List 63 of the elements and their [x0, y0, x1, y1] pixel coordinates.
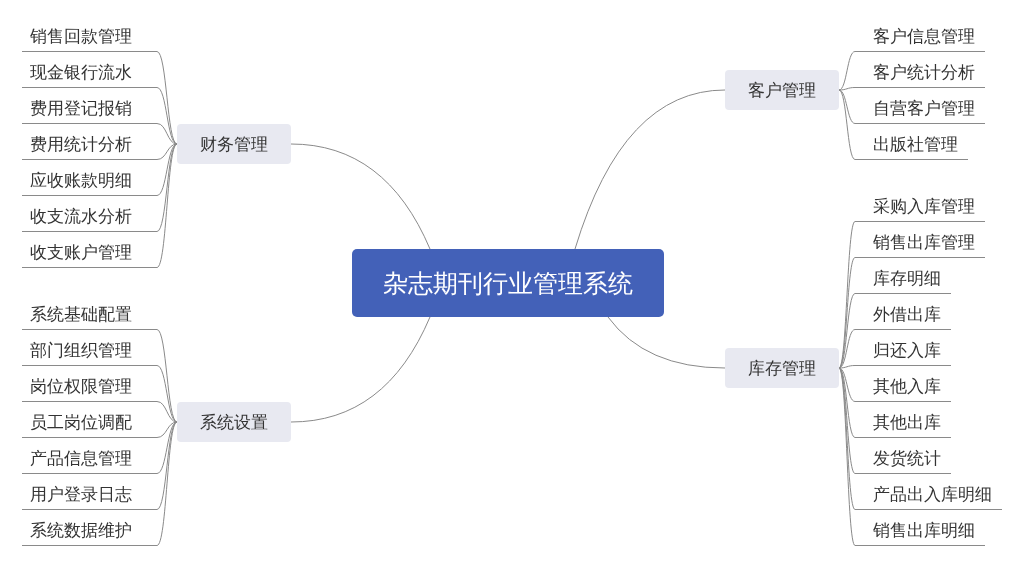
topic-label: 归还入库 [873, 340, 941, 360]
topic-box [725, 70, 839, 110]
topic-label: 财务管理 [200, 132, 268, 156]
connector-line [607, 316, 726, 369]
topic-label: 现金银行流水 [30, 62, 132, 82]
topic-label: 费用登记报销 [30, 98, 132, 118]
topic-label: 用户登录日志 [30, 484, 132, 504]
topic-label: 系统设置 [200, 410, 268, 434]
connector-line [838, 329, 856, 369]
topic-box [725, 348, 839, 388]
topic-label: 发货统计 [873, 448, 941, 468]
central-topic-box [352, 249, 664, 317]
topic-label: 收支账户管理 [30, 242, 132, 262]
topic-label: 销售回款管理 [30, 26, 132, 46]
connector-line [156, 87, 178, 145]
connector-line [156, 421, 178, 474]
topic-label: 客户统计分析 [873, 62, 975, 82]
connector-line [290, 143, 431, 250]
connector-line [156, 51, 178, 145]
topic-box [177, 124, 291, 164]
connector-line [290, 316, 431, 423]
connector-line [574, 89, 726, 250]
connector-line [156, 329, 178, 423]
topic-label: 部门组织管理 [30, 340, 132, 360]
connector-line [838, 51, 856, 91]
connector-line [838, 367, 856, 546]
connector-line [156, 143, 178, 232]
topic-label: 库存管理 [748, 356, 816, 380]
topic-label: 客户信息管理 [873, 26, 975, 46]
topic-label: 系统数据维护 [30, 520, 132, 540]
connector-line [156, 143, 178, 268]
topic-label: 费用统计分析 [30, 134, 132, 154]
topic-label: 出版社管理 [873, 134, 958, 154]
topic-label: 销售出库管理 [873, 232, 975, 252]
central-topic-label: 杂志期刊行业管理系统 [383, 267, 633, 300]
topic-box [177, 402, 291, 442]
connector-line [838, 257, 856, 369]
connector-line [156, 123, 178, 145]
connector-line [156, 421, 178, 546]
connector-line [156, 143, 178, 196]
connector-line [838, 89, 856, 124]
topic-label: 产品出入库明细 [873, 484, 992, 504]
topic-label: 产品信息管理 [30, 448, 132, 468]
connector-line [156, 401, 178, 423]
connector-line [838, 367, 856, 402]
topic-label: 客户管理 [748, 78, 816, 102]
topic-label: 自营客户管理 [873, 98, 975, 118]
topic-label: 员工岗位调配 [30, 412, 132, 432]
topic-label: 岗位权限管理 [30, 376, 132, 396]
topic-label: 收支流水分析 [30, 206, 132, 226]
topic-label: 库存明细 [873, 268, 941, 288]
topic-label: 应收账款明细 [30, 170, 132, 190]
connector-line [156, 421, 178, 510]
connector-line [156, 365, 178, 423]
connector-line [838, 365, 856, 369]
topic-label: 其他出库 [873, 412, 941, 432]
topic-label: 系统基础配置 [30, 304, 132, 324]
connector-line [838, 89, 856, 160]
connector-line [838, 87, 856, 91]
topic-label: 采购入库管理 [873, 196, 975, 216]
topic-label: 销售出库明细 [873, 520, 975, 540]
topic-label: 其他入库 [873, 376, 941, 396]
topic-label: 外借出库 [873, 304, 941, 324]
